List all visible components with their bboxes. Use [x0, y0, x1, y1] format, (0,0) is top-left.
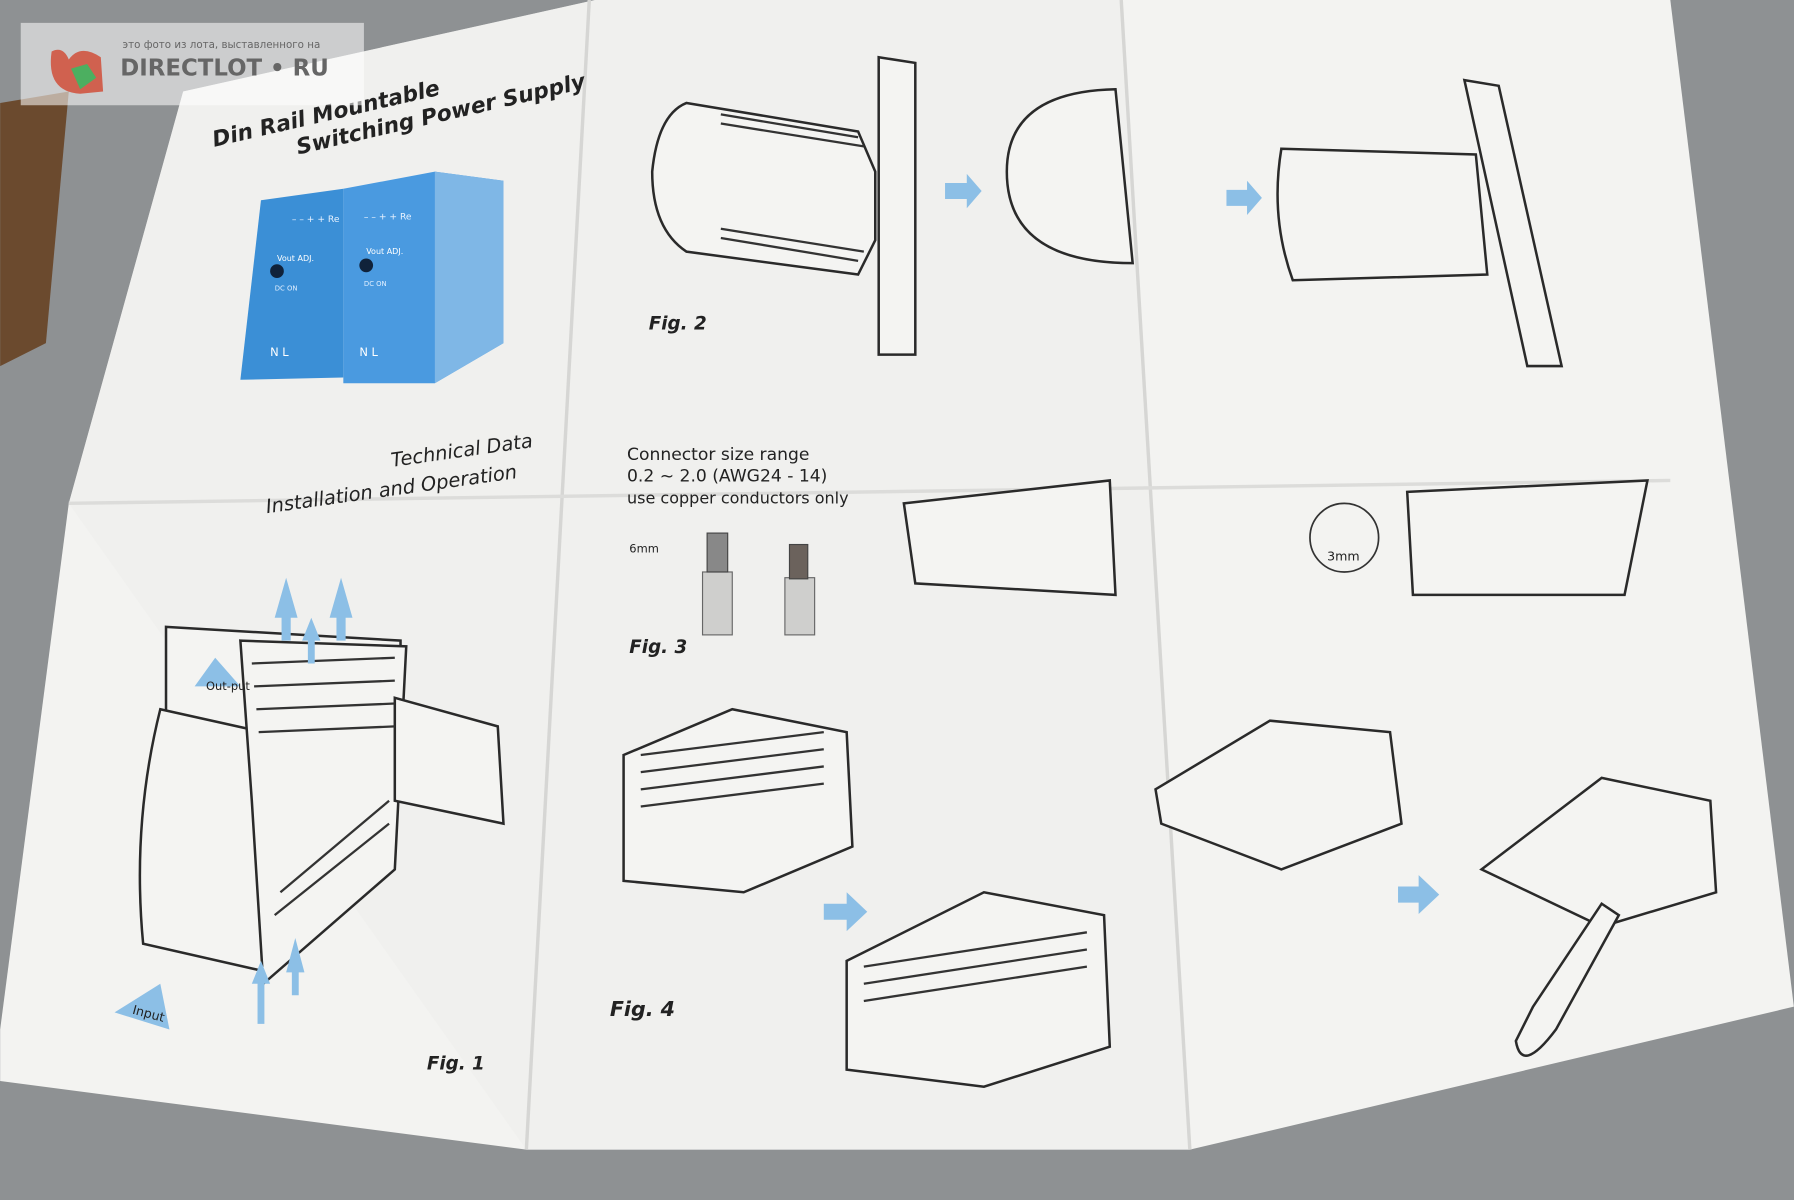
vout-label: Vout ADJ.: [277, 254, 314, 263]
fig2-label: Fig. 2: [649, 313, 707, 334]
fig4-drawing: [622, 707, 1718, 1089]
connector-size-range: 0.2 ~ 2.0 (AWG24 - 14): [627, 467, 827, 487]
watermark-brand: DIRECTLOT • RU: [120, 56, 329, 82]
fold-line: [524, 0, 591, 1150]
fig2-drawing: [650, 55, 1564, 368]
fig1-drawing: [114, 577, 505, 1030]
input-label: N L: [270, 345, 289, 359]
copper-note: use copper conductors only: [627, 488, 849, 507]
vout-label: Vout ADJ.: [366, 247, 403, 256]
fig3-label: Fig. 3: [629, 637, 687, 658]
screwdriver-width-label: 3mm: [1327, 549, 1360, 564]
screwdriver-detail-circle: [1309, 502, 1380, 573]
fig4-label: Fig. 4: [610, 997, 675, 1021]
strip-length-label: 6mm: [629, 542, 659, 556]
input-label: N L: [359, 345, 378, 359]
product-photo: – – + + Re – – + + Re Vout ADJ. Vout ADJ…: [240, 171, 504, 384]
directlot-watermark: это фото из лота, выставленного на DIREC…: [20, 22, 364, 106]
fold-line: [1119, 0, 1192, 1150]
led-label: DC ON: [275, 285, 298, 293]
fold-line: [68, 478, 1671, 506]
led-label: DC ON: [364, 280, 387, 288]
watermark-caption: это фото из лота, выставленного на: [123, 39, 321, 51]
fig1-label: Fig. 1: [427, 1054, 485, 1075]
wire-drawings: [701, 479, 1649, 636]
connector-size-heading: Connector size range: [627, 445, 809, 465]
output-label: Out-put: [206, 679, 250, 693]
terminal-labels: – – + + Re: [364, 213, 412, 223]
terminal-labels: – – + + Re: [292, 215, 340, 225]
wooden-object: [0, 91, 69, 367]
